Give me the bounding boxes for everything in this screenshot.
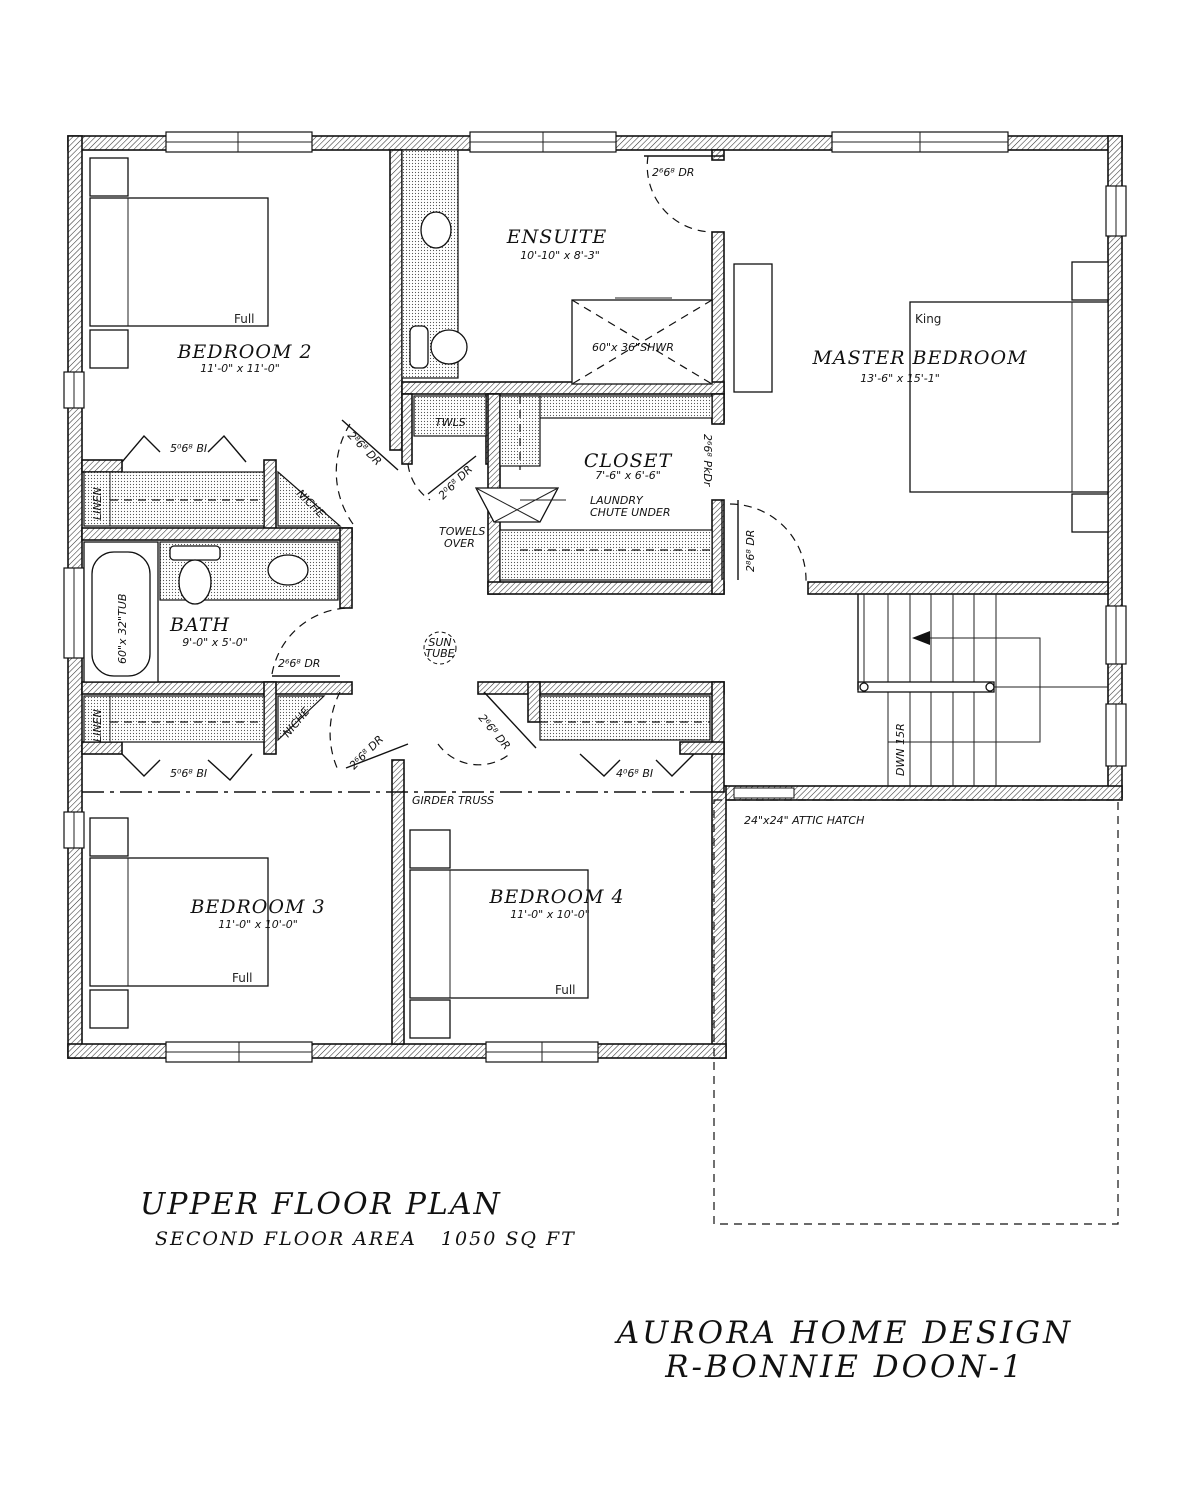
door-ensuite: 2⁶6⁸ DR <box>652 166 694 179</box>
roof-outline <box>713 799 1119 1225</box>
room-size-bath: 9'-0" x 5'-0" <box>182 636 248 649</box>
title-block: UPPER FLOOR PLAN SECOND FLOOR AREA 1050 … <box>140 1187 1073 1385</box>
bed-label-bedroom3: Full <box>232 971 253 985</box>
windows <box>63 131 1127 1063</box>
room-name-bedroom3: BEDROOM 3 <box>189 896 325 918</box>
room-name-bath: BATH <box>169 614 230 636</box>
room-name-bedroom4: BEDROOM 4 <box>488 886 624 908</box>
interior-walls <box>81 149 1109 1045</box>
bifold-bedroom4: 4⁰6⁸ BI <box>616 767 653 780</box>
room-size-ensuite: 10'-10" x 8'-3" <box>520 249 600 262</box>
door-master: 2⁸6⁸ DR <box>744 530 757 572</box>
stairs-label: DWN 15R <box>894 723 907 776</box>
linen-lower-label: LINEN <box>91 709 104 742</box>
room-size-bedroom3: 11'-0" x 10'-0" <box>218 918 298 931</box>
linen-upper-label: LINEN <box>91 487 104 520</box>
room-size-bedroom2: 11'-0" x 11'-0" <box>200 362 280 375</box>
bed-label-bedroom2: Full <box>234 312 255 326</box>
laundry-chute-line2: CHUTE UNDER <box>590 506 671 519</box>
door-bedroom2: 2⁸6⁸ DR <box>345 429 384 468</box>
towels-over-line1: TOWELS <box>439 525 485 538</box>
door-bath: 2⁶6⁸ DR <box>278 657 320 670</box>
towels-over-line2: OVER <box>444 537 475 550</box>
attic-hatch-symbol <box>733 787 795 799</box>
fixtures <box>83 211 773 683</box>
door-bedroom3: 2⁶6⁸ DR <box>347 733 386 772</box>
storage-areas <box>83 149 713 743</box>
model-name: R-BONNIE DOON-1 <box>664 1349 1025 1385</box>
girder-truss-label: GIRDER TRUSS <box>412 794 494 807</box>
company-name: AURORA HOME DESIGN <box>614 1315 1073 1351</box>
plan-subtitle: SECOND FLOOR AREA 1050 SQ FT <box>155 1228 576 1250</box>
room-name-bedroom2: BEDROOM 2 <box>176 341 312 363</box>
attic-hatch-label: 24"x24" ATTIC HATCH <box>744 814 864 827</box>
bed-label-bedroom4: Full <box>555 983 576 997</box>
room-size-master: 13'-6" x 15'-1" <box>860 372 940 385</box>
room-name-closet: CLOSET <box>584 450 673 472</box>
room-name-master: MASTER BEDROOM <box>811 347 1027 369</box>
staircase <box>857 594 1108 786</box>
plan-title: UPPER FLOOR PLAN <box>140 1187 502 1222</box>
shower-label: 60"x 36"SHWR <box>592 341 674 354</box>
room-labels: BEDROOM 2 11'-0" x 11'-0" Full ENSUITE 1… <box>169 226 1027 997</box>
room-name-ensuite: ENSUITE <box>506 226 608 248</box>
room-size-bedroom4: 11'-0" x 10'-0" <box>510 908 590 921</box>
bifold-bedroom2: 5⁰6⁸ BI <box>170 442 207 455</box>
door-closet-pocket: 2⁶6⁸ PkDr <box>701 434 714 488</box>
sun-tube-line2: TUBE <box>425 647 454 660</box>
laundry-chute-line1: LAUNDRY <box>590 494 644 507</box>
beds <box>89 157 1109 1039</box>
door-swings <box>121 155 807 782</box>
sun-tube-line1: SUN <box>428 636 451 649</box>
bifold-bedroom3: 5⁰6⁸ BI <box>170 767 207 780</box>
bed-label-master: King <box>915 312 941 326</box>
room-size-closet: 7'-6" x 6'-6" <box>595 469 661 482</box>
twls-label: TWLS <box>435 416 466 429</box>
tub-label: 60"x 32"TUB <box>116 594 129 664</box>
